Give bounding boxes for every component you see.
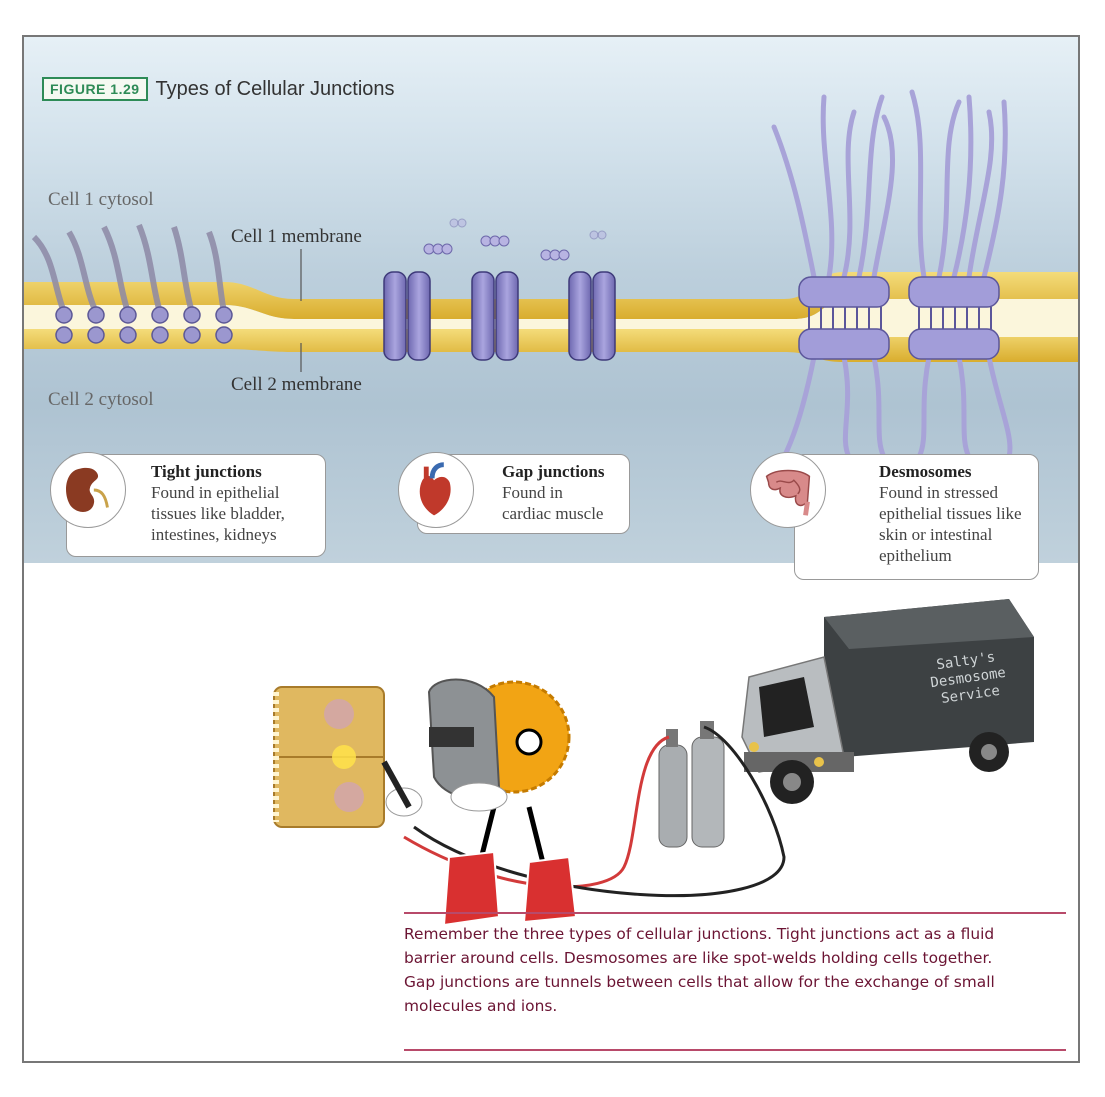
caption-line-1: Remember the three types of cellular jun…	[404, 925, 995, 943]
caption-line-2: barrier around cells. Desmosomes are lik…	[404, 949, 993, 967]
desmosome-title: Desmosomes	[879, 462, 972, 481]
cell1-membrane-label: Cell 1 membrane	[231, 226, 362, 247]
desmosome-desc-2: epithelial tissues like	[879, 504, 1022, 523]
caption-line-4: molecules and ions.	[404, 997, 558, 1015]
gap-junction-desc-1: Found in	[502, 483, 563, 502]
caption-text: Remember the three types of cellular jun…	[404, 922, 1064, 1018]
tight-junction-desc-3: intestines, kidneys	[151, 525, 277, 544]
truck-sign: Salty's Desmosome Service	[929, 649, 1006, 707]
cell1-cytosol-label: Cell 1 cytosol	[48, 189, 154, 210]
desmosome-desc-1: Found in stressed	[879, 483, 998, 502]
small-molecules	[423, 218, 607, 261]
cadherin-links	[808, 307, 992, 329]
heart-icon	[398, 452, 474, 528]
caption-bottom-rule	[404, 1049, 1066, 1051]
figure-header: FIGURE 1.29 Types of Cellular Junctions	[42, 77, 395, 101]
truck-illustration	[741, 599, 1034, 804]
desmosome-card: Desmosomes Found in stressed epithelial …	[794, 454, 1039, 580]
gap-junction-desc-2: cardiac muscle	[502, 504, 604, 523]
tight-junction-beads	[55, 306, 233, 344]
figure-number: FIGURE 1.29	[42, 77, 148, 101]
tight-junction-desc-1: Found in epithelial	[151, 483, 280, 502]
caption-top-rule	[404, 912, 1066, 914]
epithelial-cells	[273, 686, 385, 828]
figure-title: Types of Cellular Junctions	[155, 77, 395, 100]
cell2-cytosol-label: Cell 2 cytosol	[48, 389, 154, 410]
desmosome-desc-3: skin or intestinal	[879, 525, 993, 544]
membrane-illustration	[24, 89, 1078, 460]
caption-line-3: Gap junctions are tunnels between cells …	[404, 973, 995, 991]
intermediate-filaments	[771, 89, 1013, 460]
gap-junction-title: Gap junctions	[502, 462, 605, 481]
welder-cartoon	[273, 599, 1034, 927]
figure-frame: FIGURE 1.29 Types of Cellular Junctions …	[22, 35, 1080, 1063]
intercellular-space	[24, 299, 1078, 337]
gap-junction-channels	[383, 271, 616, 361]
black-hose	[413, 725, 786, 897]
gas-tanks	[658, 721, 725, 848]
intestine-icon	[750, 452, 826, 528]
cell-junction-diagram: FIGURE 1.29 Types of Cellular Junctions …	[24, 37, 1078, 580]
welder-character	[332, 678, 578, 927]
tight-junction-proteins	[31, 223, 227, 314]
cell2-membrane-label: Cell 2 membrane	[231, 374, 362, 395]
desmosome-desc-4: epithelium	[879, 546, 952, 565]
tight-junction-desc-2: tissues like bladder,	[151, 504, 285, 523]
kidney-icon	[50, 452, 126, 528]
tight-junction-title: Tight junctions	[151, 462, 262, 481]
